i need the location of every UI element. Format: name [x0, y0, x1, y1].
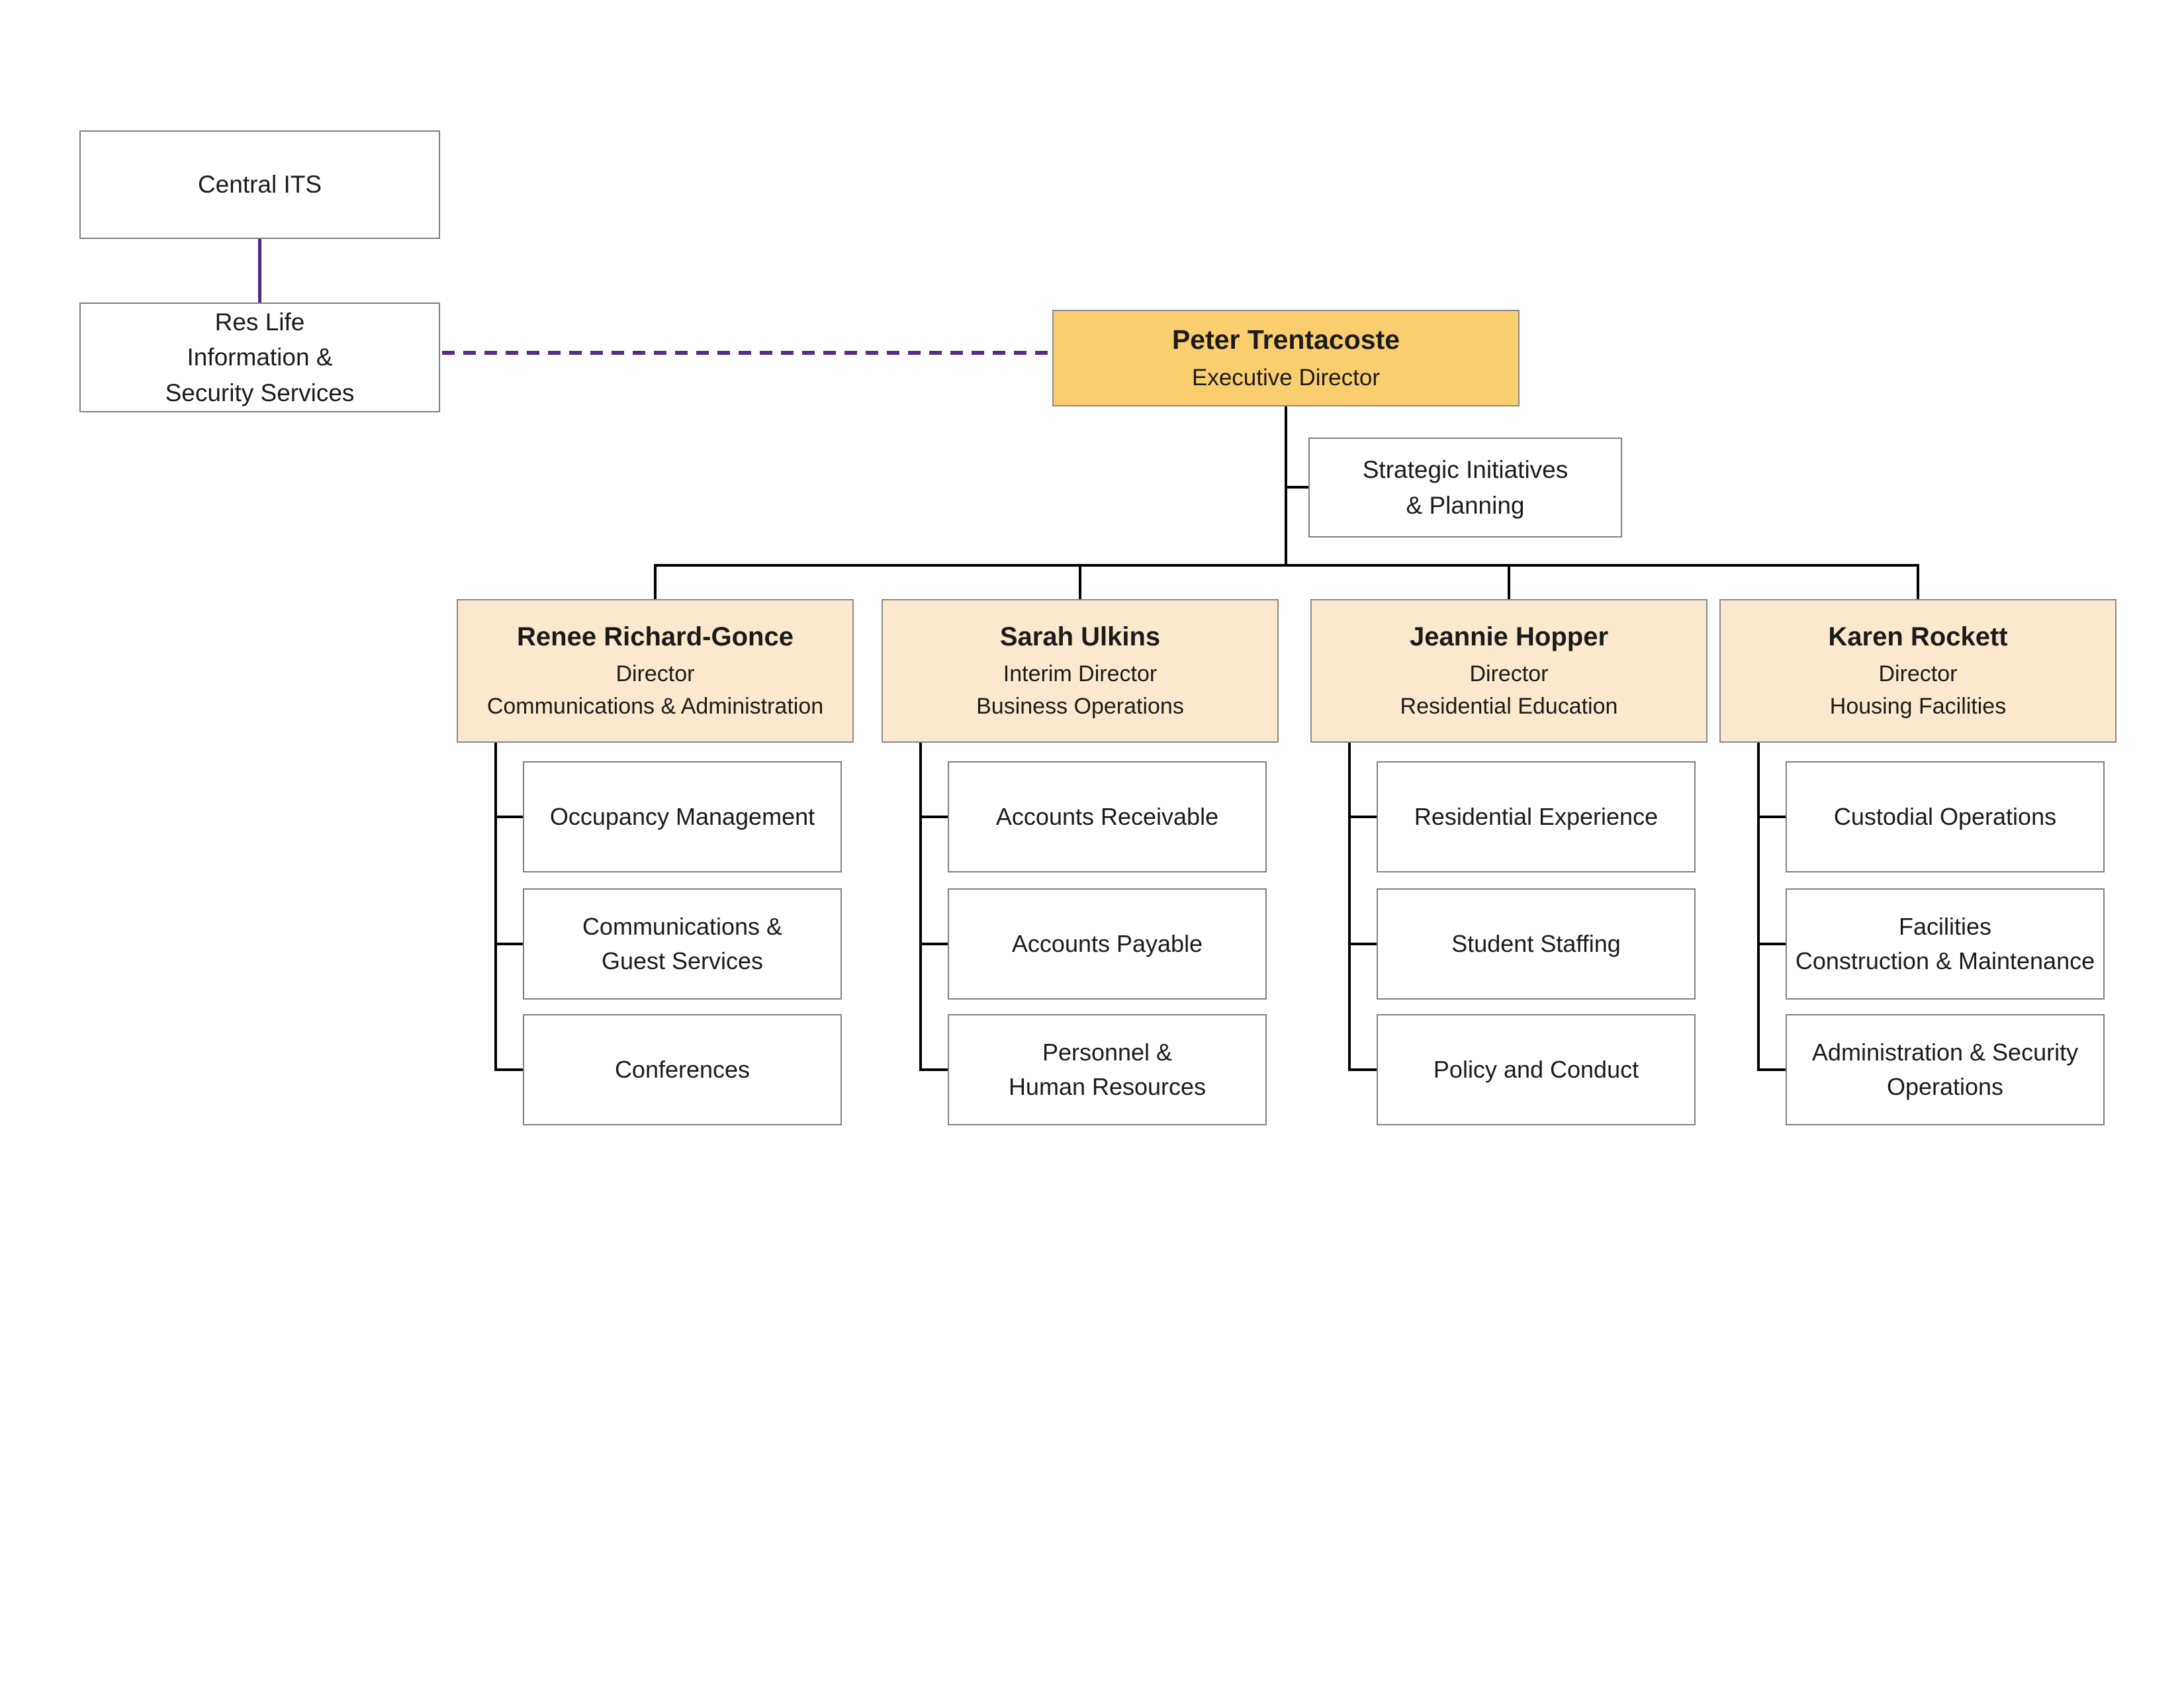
strategic-label: Strategic Initiatives & Planning: [1362, 455, 1569, 519]
director-name: Jeannie Hopper: [1409, 622, 1609, 652]
org-box-executive: Peter Trentacoste Executive Director: [1052, 310, 1520, 406]
connector-stub-col3-row1: [1348, 816, 1378, 818]
connector-centralits-reslife: [258, 239, 261, 303]
res-life-label: Res Life Information & Security Services: [165, 308, 355, 406]
org-box-custodial-operations: Custodial Operations: [1786, 761, 2105, 872]
connector-stub-col4-row3: [1757, 1068, 1787, 1071]
connector-drop-director-1: [654, 564, 657, 600]
org-box-strategic-initiatives: Strategic Initiatives & Planning: [1308, 438, 1622, 538]
connector-drop-director-3: [1508, 564, 1510, 600]
director-name: Karen Rockett: [1828, 622, 2008, 652]
org-box-accounts-receivable: Accounts Receivable: [948, 761, 1267, 872]
connector-stub-col2-row3: [919, 1068, 949, 1071]
director-title: Director Residential Education: [1400, 661, 1618, 719]
org-box-central-its: Central ITS: [79, 130, 440, 239]
org-box-director-business-ops: Sarah Ulkins Interim Director Business O…: [882, 599, 1279, 743]
org-box-facilities-construction-maintenance: Facilities Construction & Maintenance: [1786, 888, 2105, 1000]
org-box-admin-security-operations: Administration & Security Operations: [1786, 1014, 2105, 1125]
org-box-accounts-payable: Accounts Payable: [948, 888, 1267, 1000]
connector-trunk-col-4: [1757, 743, 1760, 1071]
connector-stub-col1-row2: [494, 943, 524, 945]
director-title: Director Communications & Administration: [486, 661, 824, 719]
connector-reslife-executive-dashed: [442, 351, 1052, 355]
connector-stub-col4-row1: [1757, 816, 1787, 818]
org-box-policy-and-conduct: Policy and Conduct: [1377, 1014, 1696, 1125]
connector-stub-col3-row3: [1348, 1068, 1378, 1071]
director-title: Interim Director Business Operations: [976, 661, 1184, 719]
connector-trunk-col-1: [494, 743, 497, 1071]
director-name: Sarah Ulkins: [999, 622, 1161, 652]
org-box-director-housing-facilities: Karen Rockett Director Housing Facilitie…: [1719, 599, 2116, 743]
central-its-label: Central ITS: [197, 171, 322, 199]
connector-stub-col1-row1: [494, 816, 524, 818]
connector-stub-col3-row2: [1348, 943, 1378, 945]
director-title: Director Housing Facilities: [1829, 661, 2007, 719]
connector-directors-horizontal: [654, 564, 1919, 567]
connector-trunk-col-2: [919, 743, 922, 1071]
executive-name: Peter Trentacoste: [1171, 324, 1400, 355]
director-name: Renee Richard-Gonce: [517, 622, 794, 652]
org-box-personnel-hr: Personnel & Human Resources: [948, 1014, 1267, 1125]
org-box-conferences: Conferences: [523, 1014, 842, 1125]
org-box-director-res-education: Jeannie Hopper Director Residential Educ…: [1310, 599, 1707, 743]
org-box-occupancy-management: Occupancy Management: [523, 761, 842, 872]
org-box-director-communications: Renee Richard-Gonce Director Communicati…: [457, 599, 854, 743]
org-box-communications-guest-services: Communications & Guest Services: [523, 888, 842, 1000]
org-box-res-life: Res Life Information & Security Services: [79, 303, 440, 412]
connector-stub-col1-row3: [494, 1068, 524, 1071]
connector-drop-director-2: [1079, 564, 1081, 600]
connector-stub-col4-row2: [1757, 943, 1787, 945]
org-box-student-staffing: Student Staffing: [1377, 888, 1696, 1000]
org-box-residential-experience: Residential Experience: [1377, 761, 1696, 872]
connector-stub-col2-row2: [919, 943, 949, 945]
connector-strategic-stub: [1286, 486, 1310, 489]
executive-title: Executive Director: [1192, 364, 1380, 391]
connector-drop-director-4: [1917, 564, 1919, 600]
connector-stub-col2-row1: [919, 816, 949, 818]
connector-trunk-col-3: [1348, 743, 1351, 1071]
